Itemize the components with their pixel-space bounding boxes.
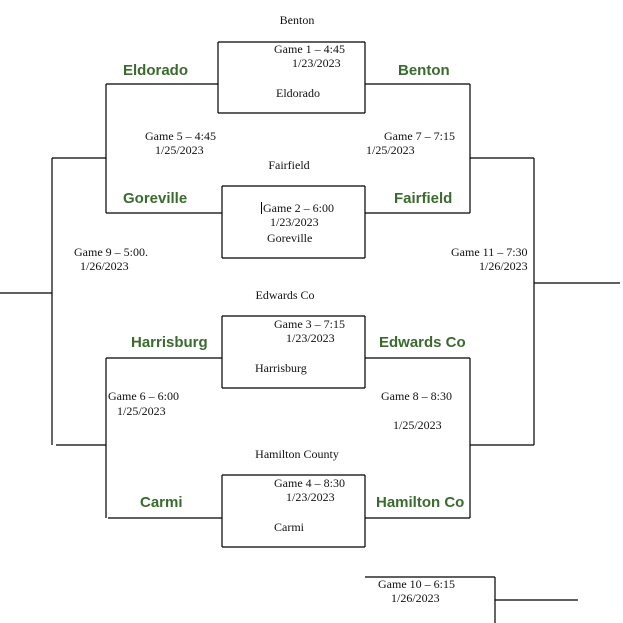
team-hamilton-co: Hamilton Co	[376, 494, 465, 511]
team-benton: Benton	[398, 62, 450, 79]
game-4-top-team: Hamilton County	[255, 447, 339, 461]
game-2-top-team: Fairfield	[268, 158, 310, 172]
game-3-top-team: Edwards Co	[255, 288, 315, 302]
game-8-time: Game 8 – 8:30	[381, 389, 452, 403]
game-11-date: 1/26/2023	[479, 259, 528, 273]
team-harrisburg: Harrisburg	[131, 334, 208, 351]
game-2-time-text: Game 2 – 6:00	[263, 201, 334, 215]
game-8-date: 1/25/2023	[393, 418, 442, 432]
text-cursor	[261, 202, 262, 214]
team-carmi: Carmi	[140, 494, 183, 511]
game-10-date: 1/26/2023	[391, 591, 440, 605]
game-2-time: Game 2 – 6:00	[261, 201, 334, 215]
team-eldorado: Eldorado	[123, 62, 189, 79]
game-1-box	[217, 41, 366, 114]
game-10-time: Game 10 – 6:15	[378, 577, 455, 591]
game-2-date: 1/23/2023	[270, 215, 319, 229]
game-6-time: Game 6 – 6:00	[108, 389, 179, 403]
game-5-time: Game 5 – 4:45	[145, 129, 216, 143]
team-edwards-co: Edwards Co	[379, 334, 466, 351]
game-4-box	[221, 474, 366, 548]
team-goreville: Goreville	[123, 190, 188, 207]
game-3-bottom-team: Harrisburg	[255, 361, 307, 375]
game-2-bottom-team: Goreville	[267, 231, 313, 245]
game-3-box	[221, 315, 366, 389]
game-3-date: 1/23/2023	[286, 331, 335, 345]
game-1-bottom-team: Eldorado	[276, 86, 320, 100]
game-11-time: Game 11 – 7:30	[451, 245, 528, 259]
game-7-date: 1/25/2023	[366, 143, 415, 157]
team-fairfield: Fairfield	[394, 190, 453, 207]
game-9-date: 1/26/2023	[80, 259, 129, 273]
game-1-date: 1/23/2023	[292, 56, 341, 70]
game-5-date: 1/25/2023	[155, 143, 204, 157]
game-2-box	[221, 185, 366, 259]
game-4-date: 1/23/2023	[286, 490, 335, 504]
game-6-date: 1/25/2023	[117, 404, 166, 418]
game-1-time: Game 1 – 4:45	[274, 42, 345, 56]
game-1-top-team: Benton	[279, 13, 315, 27]
game-9-time: Game 9 – 5:00.	[74, 245, 148, 259]
game-3-time: Game 3 – 7:15	[274, 317, 345, 331]
game-4-bottom-team: Carmi	[274, 520, 304, 534]
game-4-time: Game 4 – 8:30	[274, 476, 345, 490]
game-7-time: Game 7 – 7:15	[384, 129, 455, 143]
